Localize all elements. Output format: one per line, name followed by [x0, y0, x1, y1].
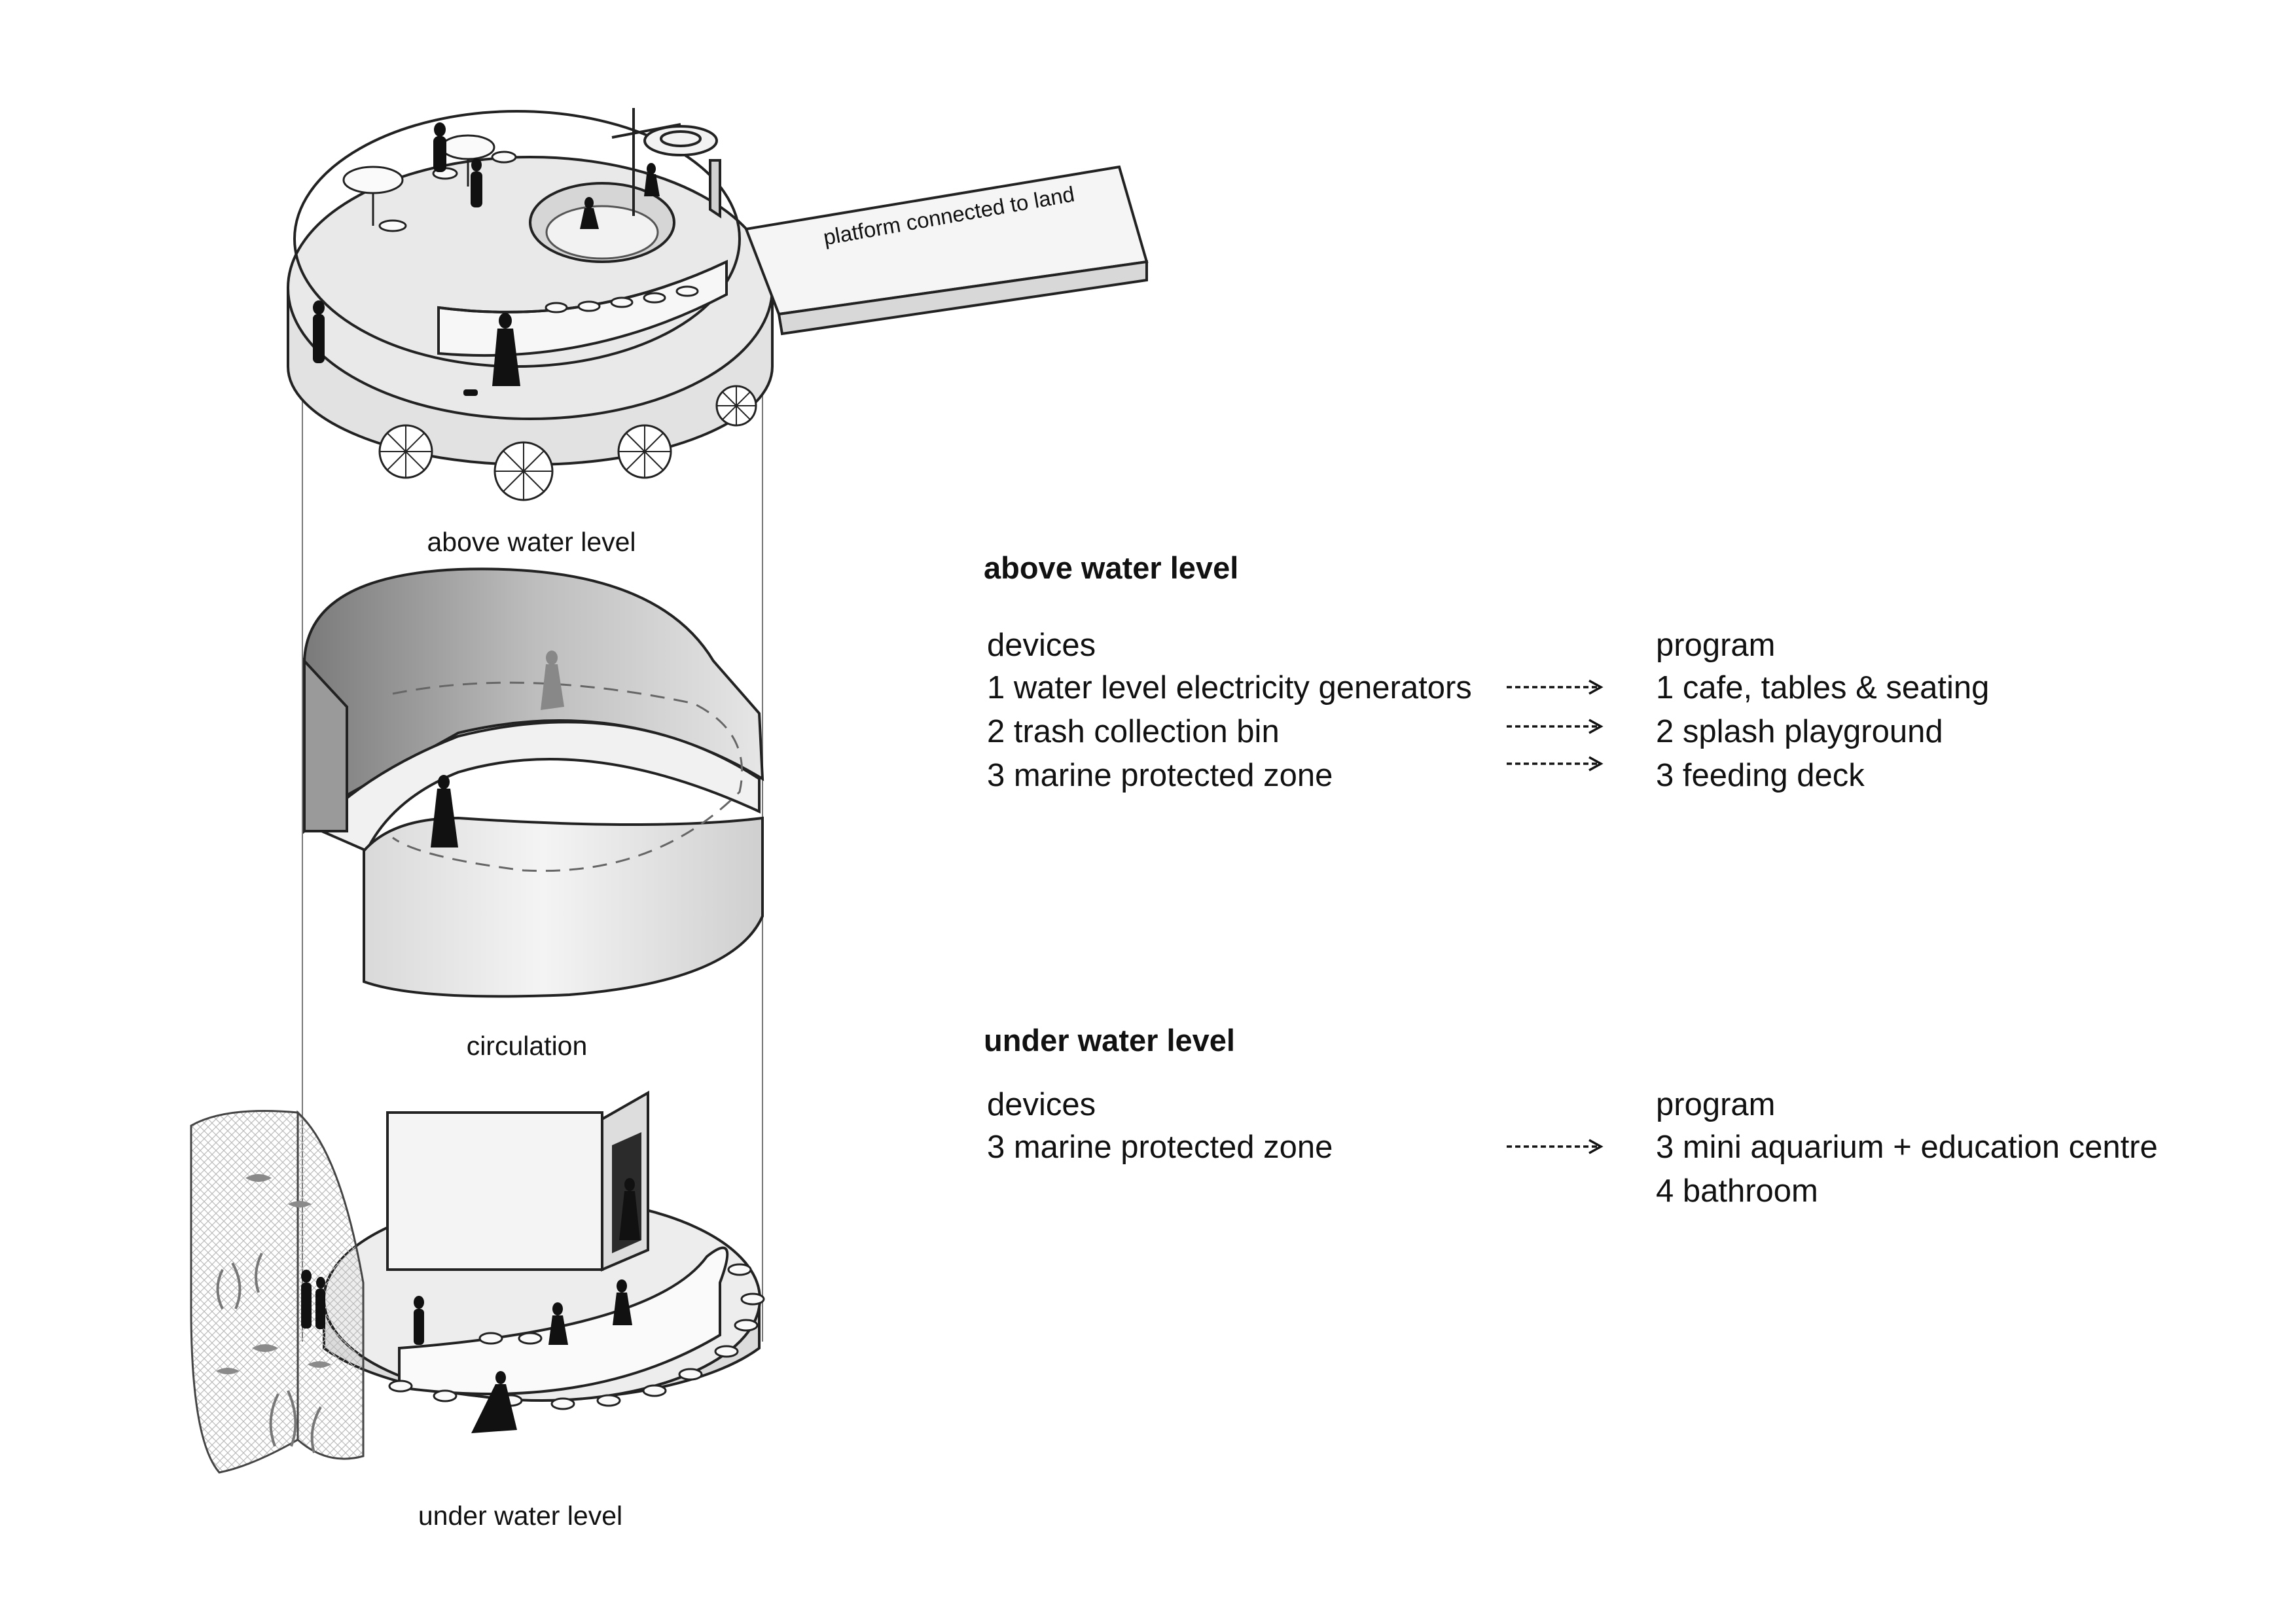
program-item: 2 splash playground [1656, 710, 1989, 754]
program-label-above: program [1656, 627, 1775, 664]
device-item: 3 marine protected zone [987, 754, 1472, 798]
program-list-under: 3 mini aquarium + education centre 4 bat… [1656, 1126, 2158, 1213]
section-heading-above: above water level [984, 550, 1238, 586]
section-heading-under: under water level [984, 1022, 1235, 1058]
program-list-above: 1 cafe, tables & seating 2 splash playgr… [1656, 666, 1989, 798]
devices-list-above: 1 water level electricity generators 2 t… [987, 666, 1472, 798]
caption-circulation: circulation [467, 1031, 588, 1061]
program-item: 4 bathroom [1656, 1169, 2158, 1213]
under-water-level-model [191, 1093, 764, 1472]
devices-label-above: devices [987, 627, 1096, 664]
above-water-level-model [288, 108, 772, 500]
devices-list-under: 3 marine protected zone [987, 1126, 1333, 1169]
arrow-icon [1505, 679, 1604, 695]
device-item: 3 marine protected zone [987, 1126, 1333, 1169]
program-item: 3 mini aquarium + education centre [1656, 1126, 2158, 1169]
arrow-icon [1505, 719, 1604, 734]
arrow-icon [1505, 1139, 1604, 1154]
land-platform [746, 167, 1147, 334]
device-item: 1 water level electricity generators [987, 666, 1472, 710]
caption-above-water-level: above water level [427, 527, 636, 558]
circulation-model [304, 569, 762, 996]
device-item: 2 trash collection bin [987, 710, 1472, 754]
caption-under-water-level: under water level [418, 1501, 622, 1531]
program-label-under: program [1656, 1086, 1775, 1123]
program-item: 3 feeding deck [1656, 754, 1989, 798]
arrow-icon [1505, 756, 1604, 772]
program-item: 1 cafe, tables & seating [1656, 666, 1989, 710]
devices-label-under: devices [987, 1086, 1096, 1123]
